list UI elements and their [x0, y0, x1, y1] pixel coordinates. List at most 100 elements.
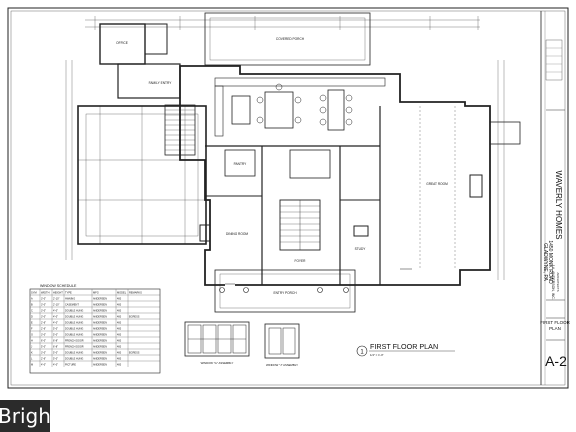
schedule-header-cell: SYM — [31, 290, 37, 294]
schedule-cell: 2'-10" — [53, 303, 59, 306]
room-label-family-entry: FAMILY ENTRY — [149, 81, 173, 85]
firm-name: J.A. ANDERSON, INC. — [551, 264, 555, 300]
schedule-header-cell: TYPE — [65, 290, 72, 294]
schedule-header-cell: REMARKS — [129, 290, 142, 294]
schedule-cell: CASEMENT — [65, 303, 79, 306]
room-label-study: STUDY — [355, 247, 367, 251]
schedule-cell: 6'-8" — [53, 345, 58, 348]
schedule-cell: M — [31, 363, 33, 366]
floor-plan — [65, 12, 521, 313]
drawing-scale: 1/4" = 1'-0" — [370, 353, 384, 357]
schedule-cell: 5'-0" — [41, 345, 46, 348]
schedule-cell: 4'-0" — [53, 315, 58, 318]
schedule-cell: 400 — [117, 315, 122, 318]
schedule-header-cell: WIDTH — [41, 290, 50, 294]
schedule-cell: K — [31, 351, 33, 354]
schedule-cell: 400 — [117, 297, 122, 300]
room-label-dining-room: DINING ROOM — [226, 232, 248, 236]
room-label-foyer: FOYER — [295, 259, 307, 263]
sheet-number: A-2 — [545, 353, 567, 369]
schedule-header-cell: MFG — [93, 290, 99, 294]
detail-caption-right: WINDOW "J" ASSEMBLY — [266, 363, 298, 367]
room-label-office: OFFICE — [116, 41, 128, 45]
drawing-callout-number: 1 — [360, 350, 364, 356]
schedule-cell: 400 — [117, 309, 122, 312]
schedule-cell: 6'-8" — [53, 339, 58, 342]
schedule-cell: C — [31, 309, 33, 312]
schedule-cell: 400 — [117, 345, 122, 348]
schedule-cell: 2'-6" — [41, 321, 46, 324]
schedule-cell: H — [31, 339, 33, 342]
schedule-cell: D — [31, 315, 33, 318]
schedule-cell: 6'-0" — [41, 339, 46, 342]
schedule-cell: 4'-0" — [41, 363, 46, 366]
schedule-cell: 400 — [117, 339, 122, 342]
schedule-cell: 5'-0" — [53, 357, 58, 360]
schedule-cell: 5'-0" — [53, 351, 58, 354]
schedule-cell: 400 — [117, 327, 122, 330]
schedule-cell: ANDERSEN — [93, 327, 107, 330]
schedule-header-cell: MODEL — [117, 290, 127, 294]
schedule-cell: 5'-0" — [53, 327, 58, 330]
project-address-line2: GLADWYNE, PA — [542, 243, 548, 281]
schedule-cell: 400 — [117, 321, 122, 324]
schedule-cell: DOUBLE HUNG — [65, 357, 83, 360]
schedule-cell: 400 — [117, 333, 122, 336]
drawing-title-text: FIRST FLOOR PLAN — [370, 342, 438, 351]
room-label-pantry: PANTRY — [234, 162, 248, 166]
schedule-cell: 3'-0" — [41, 303, 46, 306]
drawing-title: 1 FIRST FLOOR PLAN 1/4" = 1'-0" — [356, 342, 455, 357]
schedule-cell: EGRESS — [129, 351, 140, 354]
schedule-cell: DOUBLE HUNG — [65, 351, 83, 354]
project-name: WAVERLY HOMES — [554, 170, 563, 239]
schedule-cell: 400 — [117, 303, 122, 306]
schedule-cell: DOUBLE HUNG — [65, 309, 83, 312]
schedule-cell: A — [31, 297, 33, 300]
detail-caption-left: WINDOW "G" ASSEMBLY — [201, 361, 234, 365]
schedule-cell: ANDERSEN — [93, 333, 107, 336]
schedule-cell: B — [31, 303, 33, 306]
schedule-header-cell: HEIGHT — [53, 290, 63, 294]
schedule-cell: 400 — [117, 363, 122, 366]
schedule-cell: ANDERSEN — [93, 297, 107, 300]
schedule-cell: 4'-0" — [53, 363, 58, 366]
project-address-line1: 1450 MONK ROAD — [547, 240, 553, 284]
schedule-cell: 2'-10" — [53, 297, 59, 300]
firm-subtitle: ARCHITECTS — [556, 272, 560, 291]
watermark-logo: Bright MLS — [0, 400, 50, 432]
schedule-cell: ANDERSEN — [93, 357, 107, 360]
schedule-cell: 400 — [117, 357, 122, 360]
schedule-cell: F — [31, 327, 33, 330]
schedule-cell: AWNING — [65, 297, 75, 300]
schedule-cell: FRENCH DOOR — [65, 345, 84, 348]
schedule-cell: ANDERSEN — [93, 321, 107, 324]
schedule-cell: 3'-0" — [41, 297, 46, 300]
schedule-cell: G — [31, 333, 33, 336]
schedule-cell: ANDERSEN — [93, 351, 107, 354]
room-label-great-room: GREAT ROOM — [426, 182, 448, 186]
schedule-cell: ANDERSEN — [93, 303, 107, 306]
schedule-cell: L — [31, 357, 33, 360]
schedule-cell: 2'-6" — [41, 357, 46, 360]
schedule-cell: ANDERSEN — [93, 315, 107, 318]
title-block: WAVERLY HOMES 1450 MONK ROAD GLADWYNE, P… — [540, 11, 571, 385]
schedule-cell: ANDERSEN — [93, 363, 107, 366]
schedule-cell: J — [31, 345, 33, 348]
schedule-cell: 5'-0" — [53, 333, 58, 336]
schedule-cell: ANDERSEN — [93, 309, 107, 312]
schedule-cell: DOUBLE HUNG — [65, 315, 83, 318]
schedule-cell: DOUBLE HUNG — [65, 333, 83, 336]
schedule-cell: DOUBLE HUNG — [65, 327, 83, 330]
schedule-cell: ANDERSEN — [93, 345, 107, 348]
schedule-cell: 2'-6" — [41, 327, 46, 330]
schedule-cell: 3'-0" — [41, 315, 46, 318]
schedule-cell: 4'-0" — [53, 321, 58, 324]
schedule-cell: 400 — [117, 351, 122, 354]
schedule-cell: DOUBLE HUNG — [65, 321, 83, 324]
sheet-title-top: FIRST FLOOR — [540, 320, 570, 325]
room-labels: OFFICE FAMILY ENTRY COVERED PORCH GREAT … — [116, 37, 448, 295]
schedule-cell: 3'-0" — [41, 351, 46, 354]
schedule-cell: 4'-0" — [53, 309, 58, 312]
